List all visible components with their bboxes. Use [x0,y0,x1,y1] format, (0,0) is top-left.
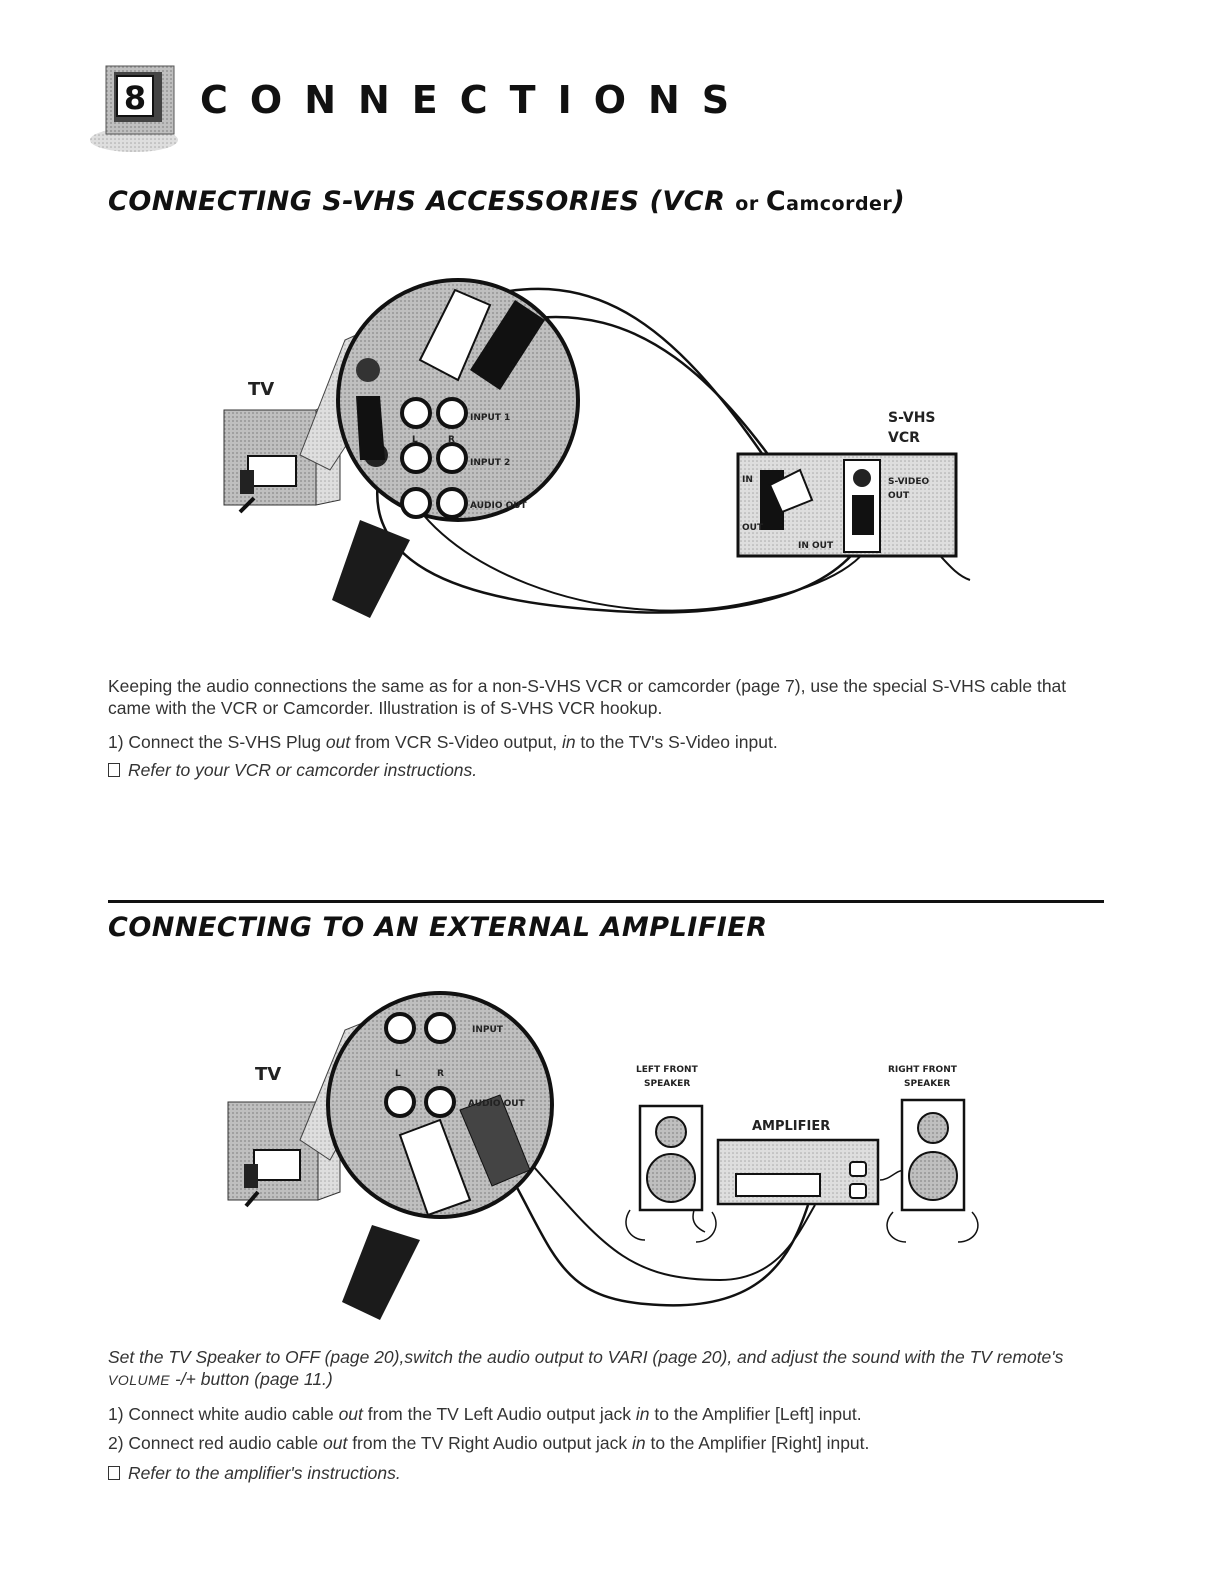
amplifier-intro-text: Set the TV Speaker to OFF (page 20),swit… [108,1347,1064,1389]
amplifier-step-2: 2) Connect red audio cable out from the … [108,1433,870,1453]
vcr-label-line1: S-VHS [888,410,936,426]
svg-text:IN: IN [742,475,753,485]
amplifier-label: AMPLIFIER [752,1119,830,1134]
tv-label-1: TV [248,379,274,400]
svhs-note: Refer to your VCR or camcorder instructi… [108,759,1108,781]
svg-text:INPUT 1: INPUT 1 [470,413,510,423]
svg-text:L: L [395,1069,401,1079]
amplifier-step-1: 1) Connect white audio cable out from th… [108,1404,862,1424]
section-divider [108,900,1104,903]
chapter-title: CONNECTIONS [200,78,752,122]
svg-text:OUT: OUT [888,491,910,501]
right-speaker-label-line2: SPEAKER [904,1079,950,1089]
svg-text:AUDIO OUT: AUDIO OUT [470,501,528,511]
svhs-step-1: 1) Connect the S-VHS Plug out from VCR S… [108,732,778,752]
tv-label-2: TV [255,1064,281,1085]
svg-text:L: L [412,435,418,445]
section-heading-svhs: CONNECTING S-VHS ACCESSORIES (VCR or Cam… [108,186,906,217]
svhs-intro-text: Keeping the audio connections the same a… [108,676,1067,718]
right-speaker-label-line1: RIGHT FRONT [888,1065,958,1075]
svg-text:S-VIDEO: S-VIDEO [888,477,929,487]
left-speaker-label-line2: SPEAKER [644,1079,690,1089]
amplifier-note: Refer to the amplifier's instructions. [108,1462,1108,1484]
svg-text:R: R [437,1069,444,1079]
svg-text:R: R [448,435,455,445]
svg-text:OUT: OUT [742,523,764,533]
tv-page-icon: 8 [90,65,178,152]
svg-text:INPUT: INPUT [472,1025,504,1035]
svg-text:IN OUT: IN OUT [798,541,834,551]
checkbox-bullet-icon [108,1466,120,1480]
left-speaker-label-line1: LEFT FRONT [636,1065,699,1075]
checkbox-bullet-icon [108,763,120,777]
page-number: 8 [124,79,146,117]
vcr-label-line2: VCR [888,430,920,446]
section-heading-amplifier: CONNECTING TO AN EXTERNAL AMPLIFIER [108,912,768,943]
svg-text:INPUT 2: INPUT 2 [470,458,510,468]
svg-text:AUDIO OUT: AUDIO OUT [468,1099,526,1109]
